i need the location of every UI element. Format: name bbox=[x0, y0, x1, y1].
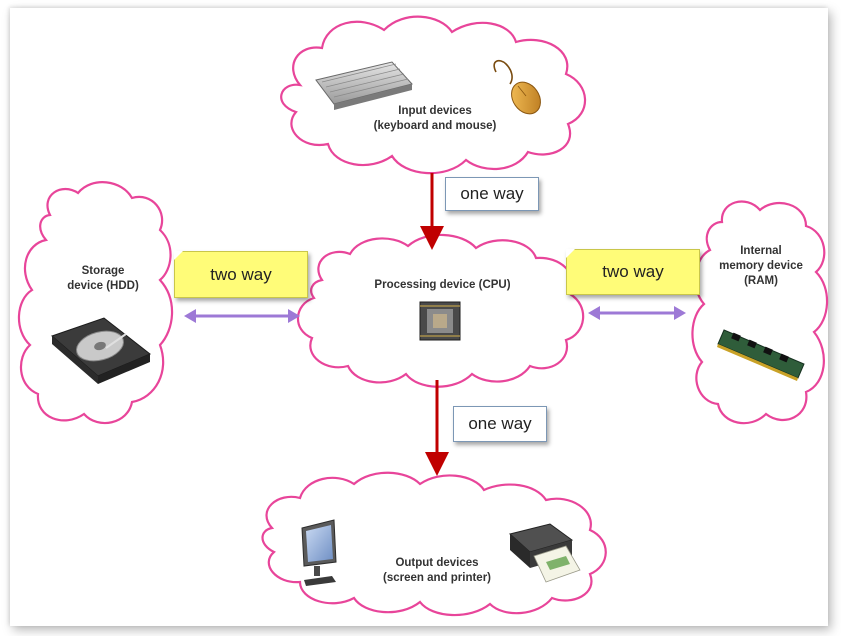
label-input-to-cpu: one way bbox=[445, 177, 539, 211]
input-devices-label: Input devices (keyboard and mouse) bbox=[360, 104, 510, 134]
label-storage-cpu: two way bbox=[174, 251, 308, 298]
memory-cloud bbox=[691, 200, 829, 425]
output-devices-label: Output devices (screen and printer) bbox=[362, 556, 512, 586]
storage-device-line2: device (HDD) bbox=[67, 280, 139, 292]
monitor-icon bbox=[301, 519, 337, 586]
memory-device-line3: (RAM) bbox=[744, 275, 778, 287]
ram-module-icon bbox=[717, 329, 805, 381]
mouse-icon bbox=[493, 59, 541, 115]
cpu-chip-icon bbox=[419, 301, 461, 341]
output-cloud bbox=[261, 471, 607, 617]
input-cloud bbox=[280, 15, 587, 175]
storage-device-line1: Storage bbox=[81, 265, 125, 277]
label-cpu-to-output: one way bbox=[453, 406, 547, 442]
storage-cloud bbox=[17, 181, 174, 424]
arrow-storage-cpu bbox=[184, 309, 300, 323]
keyboard-icon bbox=[315, 61, 413, 110]
memory-device-line2: memory device bbox=[719, 260, 803, 272]
memory-device-line1: Internal bbox=[740, 245, 782, 257]
storage-device-label: Storage device (HDD) bbox=[48, 264, 158, 294]
printer-icon bbox=[508, 523, 581, 583]
hard-drive-icon bbox=[51, 317, 151, 384]
arrow-cpu-memory bbox=[588, 306, 686, 320]
processing-device-line1: Processing device (CPU) bbox=[374, 279, 511, 291]
memory-device-label: Internal memory device (RAM) bbox=[702, 244, 820, 289]
input-devices-line2: (keyboard and mouse) bbox=[373, 120, 497, 132]
label-cpu-memory: two way bbox=[566, 249, 700, 295]
processing-device-label: Processing device (CPU) bbox=[345, 278, 540, 293]
output-devices-line1: Output devices bbox=[395, 557, 479, 569]
output-devices-line2: (screen and printer) bbox=[383, 572, 491, 584]
input-devices-line1: Input devices bbox=[398, 105, 472, 117]
